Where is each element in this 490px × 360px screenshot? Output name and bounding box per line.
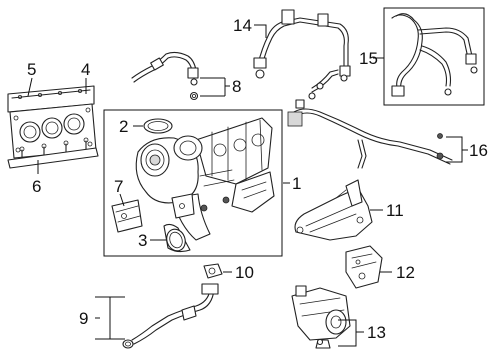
manifold-retainer-part (7, 137, 99, 169)
manifold-gasket-part (7, 85, 97, 159)
callout-14: 14 (233, 16, 252, 35)
callout-16: 16 (469, 141, 488, 160)
callout-3: 3 (138, 231, 147, 250)
callout-10: 10 (235, 263, 254, 282)
heat-shield-part (294, 179, 373, 241)
support-bracket-part (345, 245, 383, 289)
coolant-pipe-inset-box (383, 7, 485, 106)
turbocharger-part (135, 117, 275, 253)
bracket-part (111, 193, 195, 233)
callout-4: 4 (81, 60, 90, 79)
callout-1: 1 (292, 174, 301, 193)
callout-11: 11 (386, 201, 404, 220)
o-ring-part (143, 118, 173, 134)
callout-15: 15 (359, 49, 378, 68)
oil-line-part (131, 51, 199, 101)
callout-2: 2 (119, 117, 128, 136)
mount-bracket-part (291, 285, 351, 349)
coolant-line-part (253, 9, 351, 93)
callout-labels: 1 2 3 4 5 6 7 8 9 10 11 12 13 14 15 16 (27, 16, 488, 342)
callout-6: 6 (32, 177, 41, 196)
oil-fitting-part (203, 263, 223, 279)
callout-13: 13 (367, 323, 386, 342)
coolant-pipe-part (391, 13, 478, 97)
turbocharger-group-box (103, 109, 283, 257)
callout-9: 9 (79, 309, 88, 328)
oil-return-line-part (122, 283, 219, 349)
callout-7: 7 (114, 177, 123, 196)
callout-8: 8 (232, 77, 241, 96)
sensor-line-part (287, 92, 453, 169)
leader-lines (27, 24, 468, 347)
callout-5: 5 (27, 60, 36, 79)
gasket-ring-part (166, 228, 186, 252)
callout-12: 12 (396, 263, 415, 282)
